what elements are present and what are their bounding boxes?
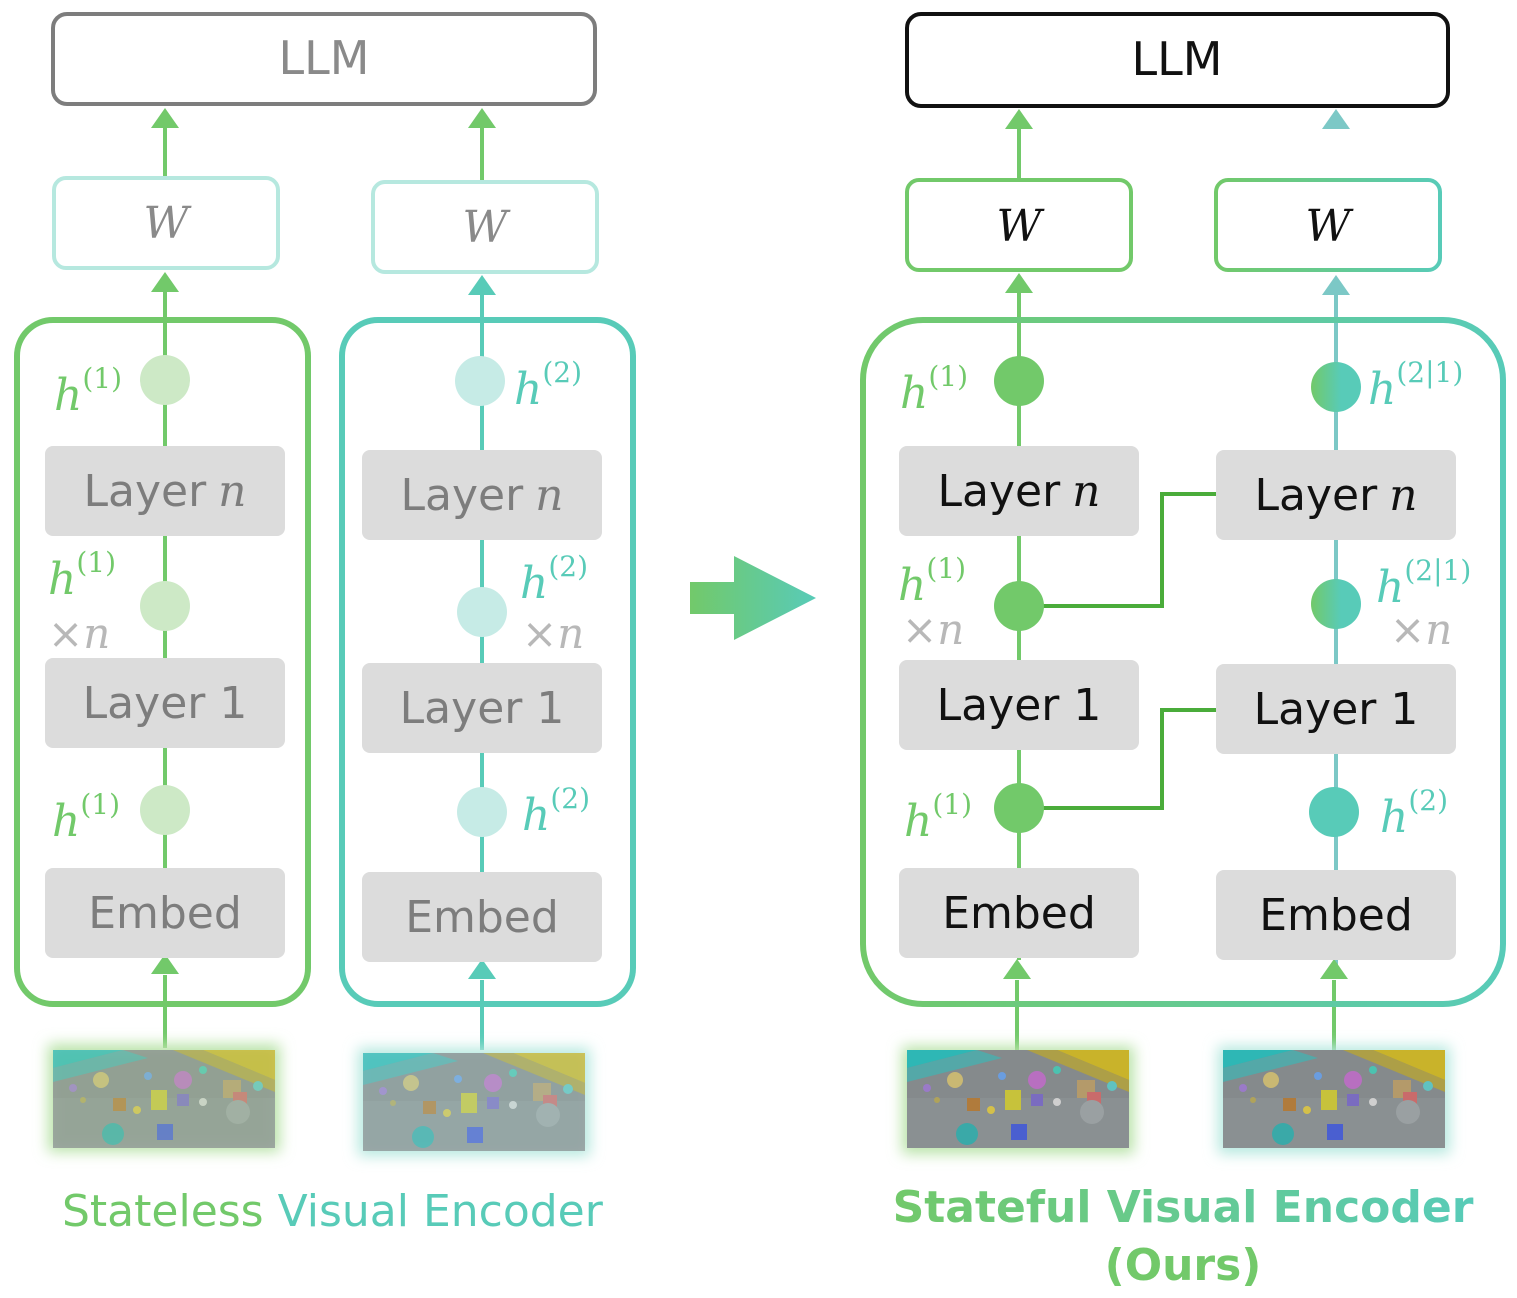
encoder-container-left-1 bbox=[14, 317, 311, 1007]
layer-n-box-left-2 bbox=[362, 450, 602, 540]
layer-1-label-right-1: Layer 1 bbox=[937, 680, 1102, 731]
hidden-node-left-2-bottom bbox=[457, 787, 507, 837]
encoder-container-left-2 bbox=[339, 317, 636, 1007]
state-connector-layer-1 bbox=[1019, 708, 1216, 810]
caption-stateful: Stateful Visual Encoder bbox=[893, 1182, 1474, 1233]
w-label-left-2: W bbox=[462, 202, 511, 253]
layer-n-box-right-2 bbox=[1216, 450, 1456, 540]
llm-label-left: LLM bbox=[279, 31, 370, 85]
input-frame-right-1 bbox=[907, 1050, 1129, 1148]
repeat-label-left-1: ×n bbox=[48, 609, 110, 658]
input-frame-left-1 bbox=[53, 1050, 275, 1148]
embed-box-left-1 bbox=[45, 868, 285, 958]
h-label-right-1-mid: h(1) bbox=[898, 552, 966, 611]
embed-box-left-2 bbox=[362, 872, 602, 962]
layer-1-label-left-1: Layer 1 bbox=[83, 678, 248, 729]
layer-1-box-right-1 bbox=[899, 660, 1139, 750]
embed-box-right-2 bbox=[1216, 870, 1456, 960]
w-box-right-2 bbox=[1214, 178, 1442, 272]
w-label-left-1: W bbox=[143, 198, 192, 249]
w-box-left-1 bbox=[52, 176, 280, 270]
hidden-node-right-2-bottom bbox=[1309, 787, 1359, 837]
state-connector-layer-n bbox=[1019, 492, 1216, 608]
llm-label-right: LLM bbox=[1132, 32, 1223, 86]
transition-arrow-icon bbox=[690, 556, 816, 640]
hidden-node-left-1-top bbox=[140, 355, 190, 405]
hidden-node-right-1-mid bbox=[994, 581, 1044, 631]
hidden-node-right-2-top bbox=[1311, 362, 1361, 412]
embed-label-right-1: Embed bbox=[942, 888, 1096, 939]
caption-ours: (Ours) bbox=[1105, 1240, 1262, 1291]
h-label-left-2-top: h(2) bbox=[514, 356, 582, 415]
llm-box-left bbox=[51, 12, 597, 106]
input-frame-right-2 bbox=[1223, 1050, 1445, 1148]
h-label-right-2-mid: h(2|1) bbox=[1376, 554, 1471, 613]
repeat-label-left-2: ×n bbox=[522, 609, 584, 658]
hidden-node-right-2-mid bbox=[1311, 579, 1361, 629]
layer-1-box-left-2 bbox=[362, 663, 602, 753]
encoder-container-right bbox=[860, 317, 1506, 1007]
h-label-right-1-bottom: h(1) bbox=[904, 788, 972, 847]
layer-n-box-left-1 bbox=[45, 446, 285, 536]
w-box-left-2 bbox=[371, 180, 599, 274]
hidden-node-left-1-bottom bbox=[140, 785, 190, 835]
w-box-right-1 bbox=[905, 178, 1133, 272]
embed-label-left-2: Embed bbox=[405, 892, 559, 943]
w-label-right-2: W bbox=[1305, 201, 1354, 252]
layer-1-label-left-2: Layer 1 bbox=[400, 683, 565, 734]
hidden-node-left-2-top bbox=[455, 356, 505, 406]
h-label-left-1-bottom: h(1) bbox=[52, 788, 120, 847]
embed-label-right-2: Embed bbox=[1259, 890, 1413, 941]
repeat-label-right-1: ×n bbox=[902, 605, 964, 654]
w-label-right-1: W bbox=[996, 201, 1045, 252]
hidden-node-right-1-top bbox=[994, 356, 1044, 406]
h-label-left-2-bottom: h(2) bbox=[522, 782, 590, 841]
hidden-node-left-1-mid bbox=[140, 581, 190, 631]
layer-1-label-right-2: Layer 1 bbox=[1254, 684, 1419, 735]
llm-box-right bbox=[905, 12, 1450, 108]
h-label-right-1-top: h(1) bbox=[900, 360, 968, 419]
h-label-left-2-mid: h(2) bbox=[520, 550, 588, 609]
embed-label-left-1: Embed bbox=[88, 888, 242, 939]
embed-box-right-1 bbox=[899, 868, 1139, 958]
h-label-right-2-bottom: h(2) bbox=[1380, 784, 1448, 843]
layer-1-box-left-1 bbox=[45, 658, 285, 748]
layer-n-box-right-1 bbox=[899, 446, 1139, 536]
hidden-node-left-2-mid bbox=[457, 587, 507, 637]
layer-1-box-right-2 bbox=[1216, 664, 1456, 754]
h-label-right-2-top: h(2|1) bbox=[1368, 356, 1463, 415]
input-frame-left-2 bbox=[363, 1053, 585, 1151]
h-label-left-1-mid: h(1) bbox=[48, 546, 116, 605]
repeat-label-right-2: ×n bbox=[1390, 605, 1452, 654]
hidden-node-right-1-bottom bbox=[994, 783, 1044, 833]
h-label-left-1-top: h(1) bbox=[54, 362, 122, 421]
